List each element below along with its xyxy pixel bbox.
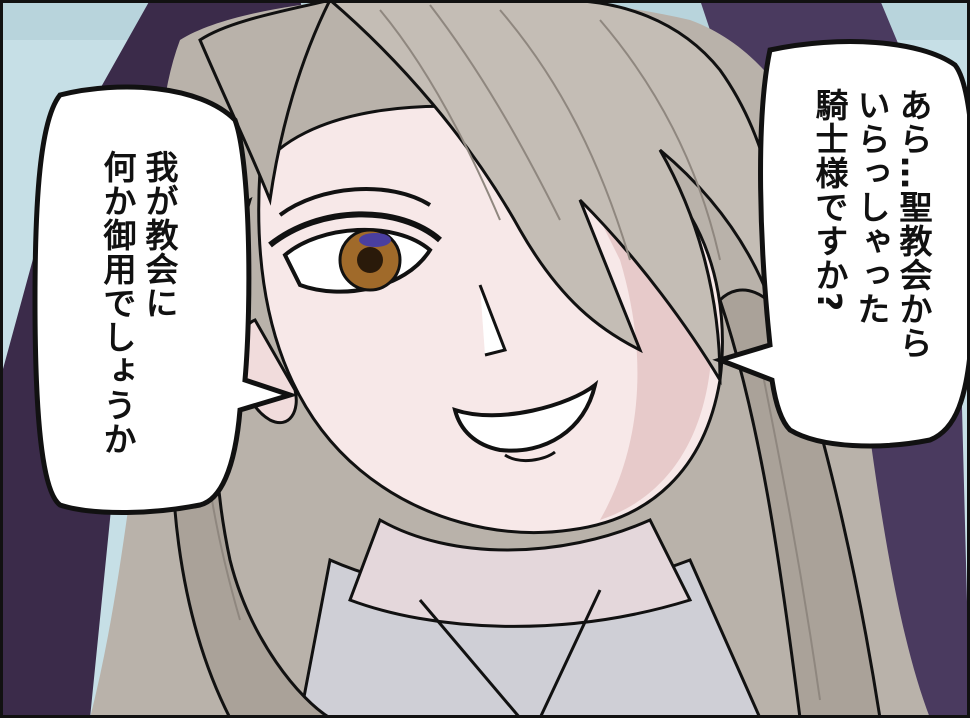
speech-bubble-right (712, 39, 970, 449)
speech-left-line-1: 我が教会に (140, 150, 179, 320)
speech-text-right: あら…聖教会から いらっしゃった 騎士様ですか? (808, 88, 934, 360)
speech-bubble-left (32, 84, 299, 515)
left-eye (268, 187, 442, 294)
speech-right-line-3: 騎士様ですか? (810, 88, 849, 313)
speech-text-left: 我が教会に 何か御用でしょうか (96, 150, 180, 456)
nose (478, 284, 508, 357)
speech-left-line-2: 何か御用でしょうか (98, 150, 137, 456)
hair-bangs (327, 0, 784, 386)
smile (452, 379, 599, 463)
speech-right-line-2: いらっしゃった (852, 88, 891, 326)
speech-right-line-1: あら…聖教会から (894, 88, 933, 360)
